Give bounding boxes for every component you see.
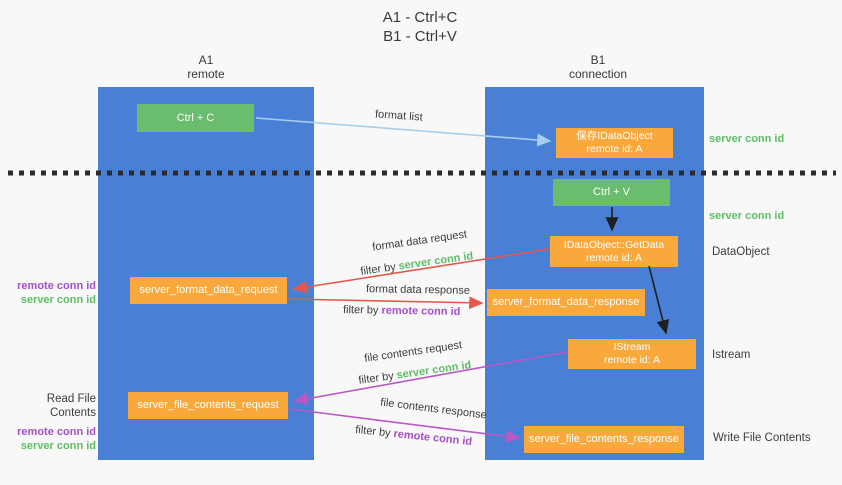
server-file-contents-response-label: server_file_contents_response [529, 433, 679, 445]
column-a1-subtitle: remote [187, 67, 225, 81]
ctrl-c-label: Ctrl + C [176, 111, 215, 124]
istream-line2: remote id: A [603, 354, 661, 366]
server-format-data-request-label: server_format_data_request [139, 284, 278, 296]
getdata-line2: remote id: A [585, 251, 643, 264]
format-data-response-label: format data response [365, 283, 471, 297]
save-dataobject-line2: remote id: A [586, 143, 643, 155]
filter-by-server-conn-id-label-1: filter byserver conn id [360, 250, 474, 278]
column-header-b1: B1 connection [528, 53, 668, 81]
title-line-b1: B1 - Ctrl+V [383, 28, 457, 45]
remote-conn-id-left-top-label: remote conn id [17, 280, 96, 292]
filter-by-prefix: filter by [354, 423, 392, 440]
column-b1-id: B1 [590, 53, 606, 67]
ctrl-c-box: Ctrl + C [137, 104, 254, 132]
left-conn-id-group-top: remote conn id server conn id [4, 279, 96, 307]
istream-box: IStream remote id: A [568, 339, 696, 369]
server-conn-id-left-bottom-label: server conn id [20, 440, 96, 452]
format-data-request-label: format data request [371, 228, 468, 254]
save-dataobject-line1: 保存IDataObject [576, 130, 653, 142]
istream-side-label: Istream [712, 349, 751, 361]
idataobject-getdata-box: IDataObject::GetData remote id: A [550, 236, 678, 267]
server-file-contents-request-label: server_file_contents_request [137, 399, 279, 411]
column-b1-subtitle: connection [568, 67, 628, 81]
server-conn-id-left-top-label: server conn id [20, 294, 96, 306]
remote-conn-id-highlight: remote conn id [392, 427, 473, 449]
server-format-data-response-label: server_format_data_response [492, 296, 640, 308]
server-conn-id-right-top-label: server conn id [709, 133, 785, 145]
filter-by-prefix: filter by [342, 303, 379, 317]
server-format-data-request-box: server_format_data_request [130, 277, 287, 304]
remote-conn-id-highlight: remote conn id [381, 304, 461, 319]
server-conn-id-highlight: server conn id [397, 250, 474, 273]
read-file-contents-label: Read File Contents [46, 393, 96, 419]
left-conn-id-group-bottom: Read File Contents remote conn id server… [4, 392, 96, 453]
diagram-title: A1 - Ctrl+C B1 - Ctrl+V [300, 8, 540, 46]
column-header-a1: A1 remote [136, 53, 276, 81]
format-data-response-arrow [287, 296, 484, 310]
dataobject-label: DataObject [712, 246, 770, 258]
format-list-label: format list [374, 108, 424, 124]
save-dataobject-box: 保存IDataObject remote id: A [556, 128, 673, 158]
write-file-contents-label: Write File Contents [713, 432, 811, 444]
title-line-a1: A1 - Ctrl+C [382, 9, 458, 26]
server-file-contents-request-box: server_file_contents_request [128, 392, 288, 419]
remote-conn-id-left-bottom-label: remote conn id [17, 426, 96, 438]
ctrl-v-label: Ctrl + V [593, 186, 630, 198]
file-contents-request-label: file contents request [363, 339, 463, 365]
filter-by-prefix: filter by [359, 261, 397, 278]
server-format-data-response-box: server_format_data_response [487, 289, 645, 316]
filter-by-prefix: filter by [357, 370, 395, 387]
server-file-contents-response-box: server_file_contents_response [524, 426, 684, 453]
istream-line1: IStream [613, 341, 651, 353]
server-conn-id-highlight: server conn id [395, 359, 472, 382]
server-conn-id-right-mid-label: server conn id [709, 210, 785, 222]
file-contents-response-label: file contents response [379, 396, 488, 422]
column-a1-id: A1 [198, 53, 214, 67]
getdata-line1: IDataObject::GetData [563, 238, 665, 251]
ctrl-v-box: Ctrl + V [553, 179, 670, 206]
